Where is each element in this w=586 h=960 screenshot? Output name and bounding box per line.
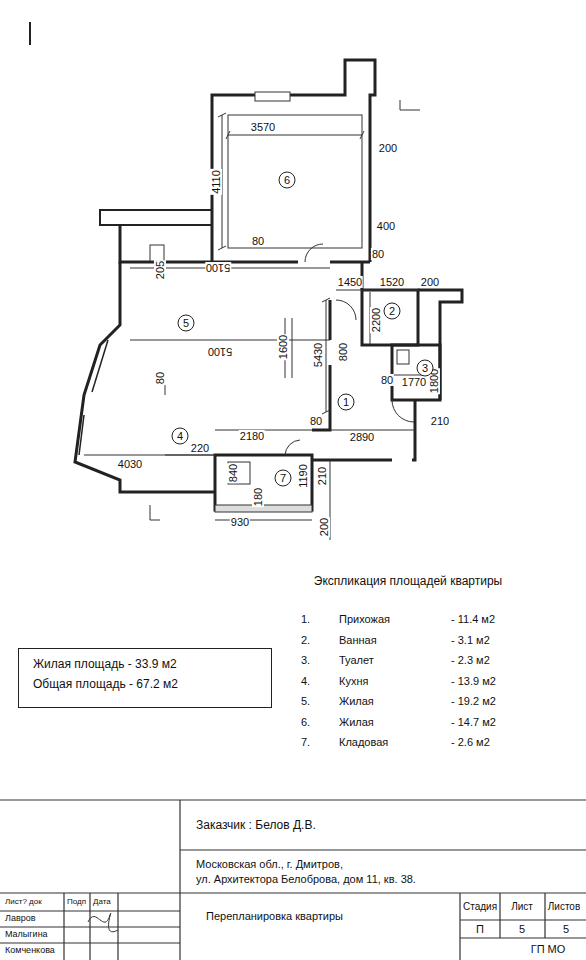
text-label: Прихожая	[338, 613, 391, 625]
text-label: 3.	[300, 654, 311, 666]
area-text: Общая площадь - 67.2 м2	[33, 677, 178, 693]
callout-number: 1	[338, 394, 355, 411]
text-label: 5	[518, 923, 526, 935]
dimension-label: 205	[154, 260, 166, 280]
text-label: Лист? док	[4, 898, 43, 907]
dimension-label: 2180	[239, 430, 265, 442]
text-label: - 13.9 м2	[450, 674, 497, 686]
text-label: Кухня	[338, 674, 369, 686]
dimension-label: 200	[378, 142, 398, 154]
dimension-label: 200	[318, 517, 330, 537]
text-label: Дата	[92, 898, 112, 907]
dimension-label: 2890	[349, 431, 375, 443]
text-label: - 2.3 м2	[450, 654, 491, 666]
callout-number: 2	[384, 303, 401, 320]
text-label: 6.	[300, 715, 311, 727]
dimension-label: 400	[376, 220, 396, 232]
text-label: 4.	[300, 674, 311, 686]
text-label: Листов	[547, 901, 582, 912]
dimension-label: 5100	[205, 262, 231, 274]
dimension-label: 80	[380, 374, 394, 386]
text-label: Московская обл., г. Дмитров,	[195, 858, 344, 870]
text-label: Заказчик : Белов Д.В.	[195, 819, 317, 832]
text-label: Жилая	[338, 695, 375, 707]
dimension-label: 80	[309, 415, 323, 427]
text-label: - 19.2 м2	[450, 695, 497, 707]
text-label: П	[475, 923, 485, 935]
area-text: Жилая площадь - 33.9 м2	[33, 657, 177, 673]
text-label: Стадия	[462, 901, 498, 912]
dimension-label: 80	[251, 235, 265, 247]
text-label: Перепланировка квартиры	[205, 910, 344, 922]
dimension-label: 80	[154, 371, 166, 385]
callout-number: 4	[172, 428, 189, 445]
text-label: Экспликация площадей квартиры	[313, 575, 503, 588]
dimension-label: 3570	[250, 121, 276, 133]
text-label: - 3.1 м2	[450, 633, 491, 645]
dimension-label: 80	[371, 248, 385, 260]
text-label: - 14.7 м2	[450, 715, 497, 727]
callout-number: 5	[178, 315, 195, 332]
text-label: Подп	[66, 898, 87, 907]
text-label: Кладовая	[338, 736, 389, 748]
text-label: - 2.6 м2	[450, 736, 491, 748]
text-label: - 11.4 м2	[450, 613, 496, 625]
callout-number: 6	[279, 172, 296, 189]
text-label: Ванная	[338, 633, 378, 645]
text-label: Лавров	[4, 914, 37, 924]
dimension-label: 1520	[379, 276, 405, 288]
dimension-label: 4030	[117, 458, 143, 470]
text-label: 7.	[300, 736, 311, 748]
dimension-label: 800	[337, 342, 349, 362]
dimension-label: 1190	[297, 463, 309, 489]
dimension-label: 1450	[337, 276, 363, 288]
dimension-label: 210	[316, 466, 328, 486]
text-label: ГП МО	[530, 943, 567, 955]
dimension-label: 930	[230, 516, 250, 528]
dimension-label: 5430	[312, 342, 324, 368]
area-box: Жилая площадь - 33.9 м2 Общая площадь - 6…	[18, 648, 272, 708]
dimension-label: 1600	[277, 334, 289, 360]
dimension-label: 2200	[370, 307, 382, 333]
dimension-label: 200	[420, 276, 440, 288]
text-label: 5.	[300, 695, 311, 707]
dimension-label: 220	[190, 442, 210, 454]
text-label: 5	[562, 923, 570, 935]
text-label: Комченкова	[4, 946, 56, 956]
text-label: Жилая	[338, 715, 375, 727]
text-label: 1.	[300, 613, 311, 625]
dimension-label: 210	[430, 415, 450, 427]
text-label: Лист	[510, 901, 534, 912]
dimension-label: 180	[252, 487, 264, 507]
dimension-label: 1770	[401, 376, 427, 388]
callout-number: 7	[275, 470, 292, 487]
text-label: 2.	[300, 633, 311, 645]
dimension-label: 4110	[210, 169, 222, 195]
text-label: Малыгина	[4, 930, 49, 940]
text-label: Туалет	[338, 654, 375, 666]
callout-number: 3	[417, 360, 434, 377]
dimension-label: 840	[227, 463, 239, 483]
text-label: ул. Архитектора Белоброва, дом 11, кв. 3…	[195, 873, 417, 885]
dimension-label: 5100	[207, 346, 233, 358]
